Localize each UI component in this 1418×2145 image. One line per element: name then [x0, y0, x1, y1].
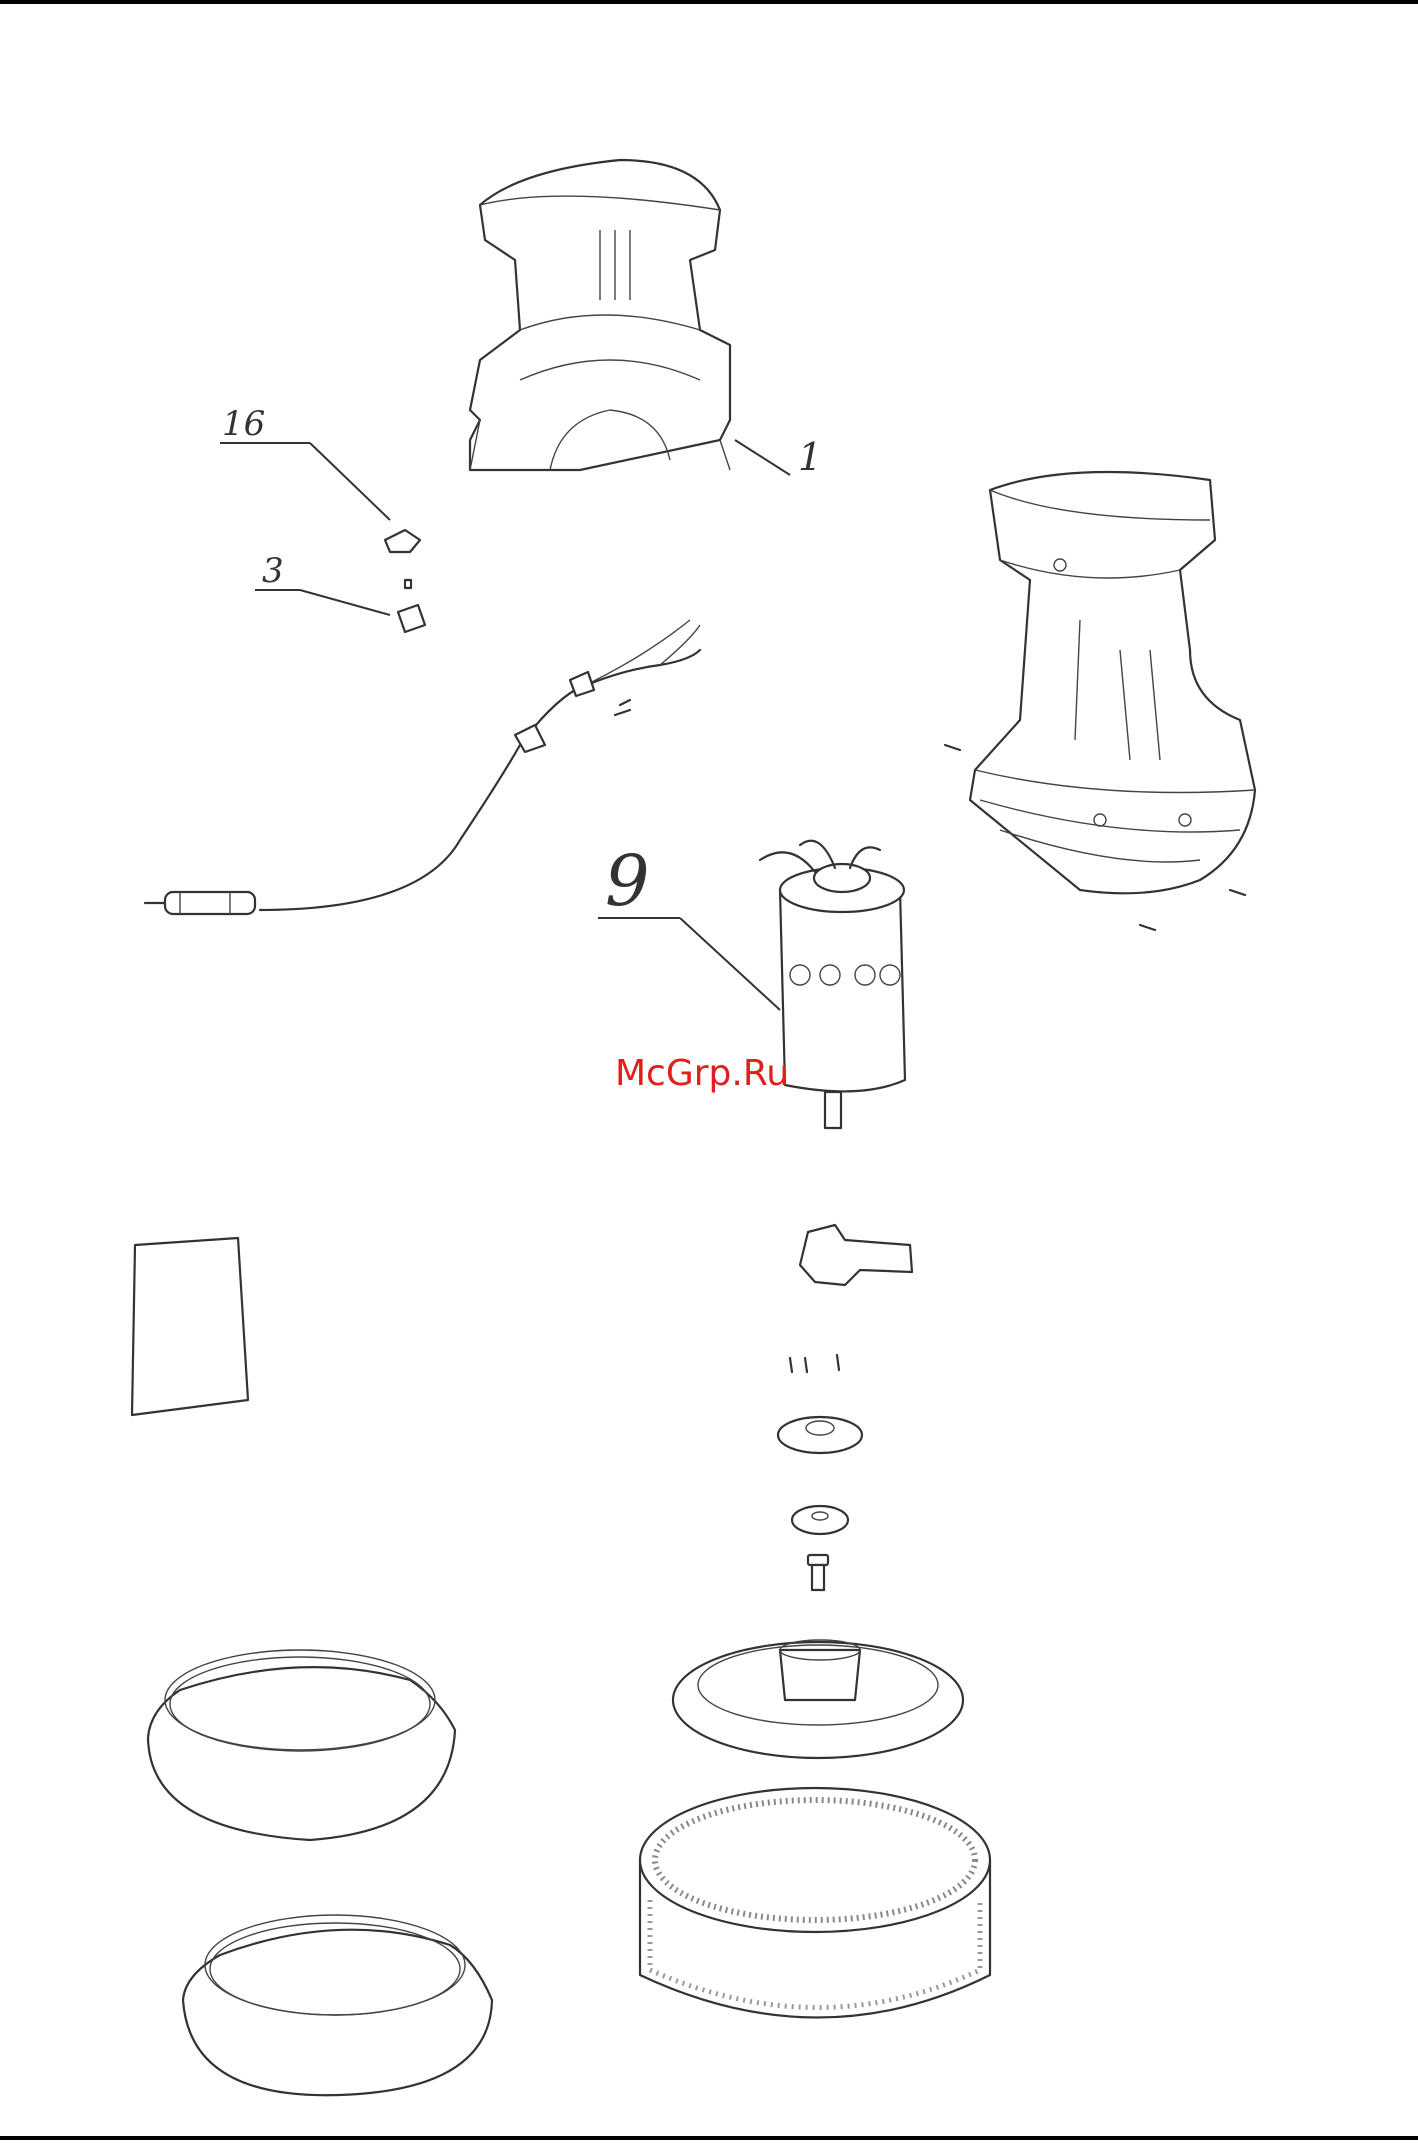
- callout-16: 16: [222, 404, 265, 444]
- polishing-bonnet-lower: [183, 1915, 492, 2095]
- switch-clip-part: [385, 530, 420, 552]
- bearing-part: [792, 1506, 848, 1534]
- foam-pad-part: [640, 1788, 990, 2018]
- eccentric-bracket-part: [800, 1225, 912, 1285]
- backing-plate-part: [673, 1640, 963, 1758]
- bolt-part: [808, 1555, 828, 1590]
- callout-1-leader: [735, 440, 790, 475]
- watermark-text: McGrp.Ru: [615, 1053, 789, 1094]
- switch-button-part: [398, 580, 425, 632]
- callout-3-leader: [300, 590, 390, 615]
- callout-1: 1: [798, 435, 822, 479]
- callout-9-leader: [680, 918, 780, 1010]
- small-screws: [790, 1355, 839, 1372]
- callout-3: 3: [262, 551, 284, 591]
- callout-9: 9: [605, 840, 650, 922]
- washer-part: [778, 1417, 862, 1453]
- instruction-card: [132, 1238, 248, 1415]
- upper-housing-part: [470, 160, 730, 470]
- lower-housing-part: [970, 472, 1255, 893]
- callout-16-leader: [310, 443, 390, 520]
- polishing-bonnet-upper: [148, 1650, 455, 1840]
